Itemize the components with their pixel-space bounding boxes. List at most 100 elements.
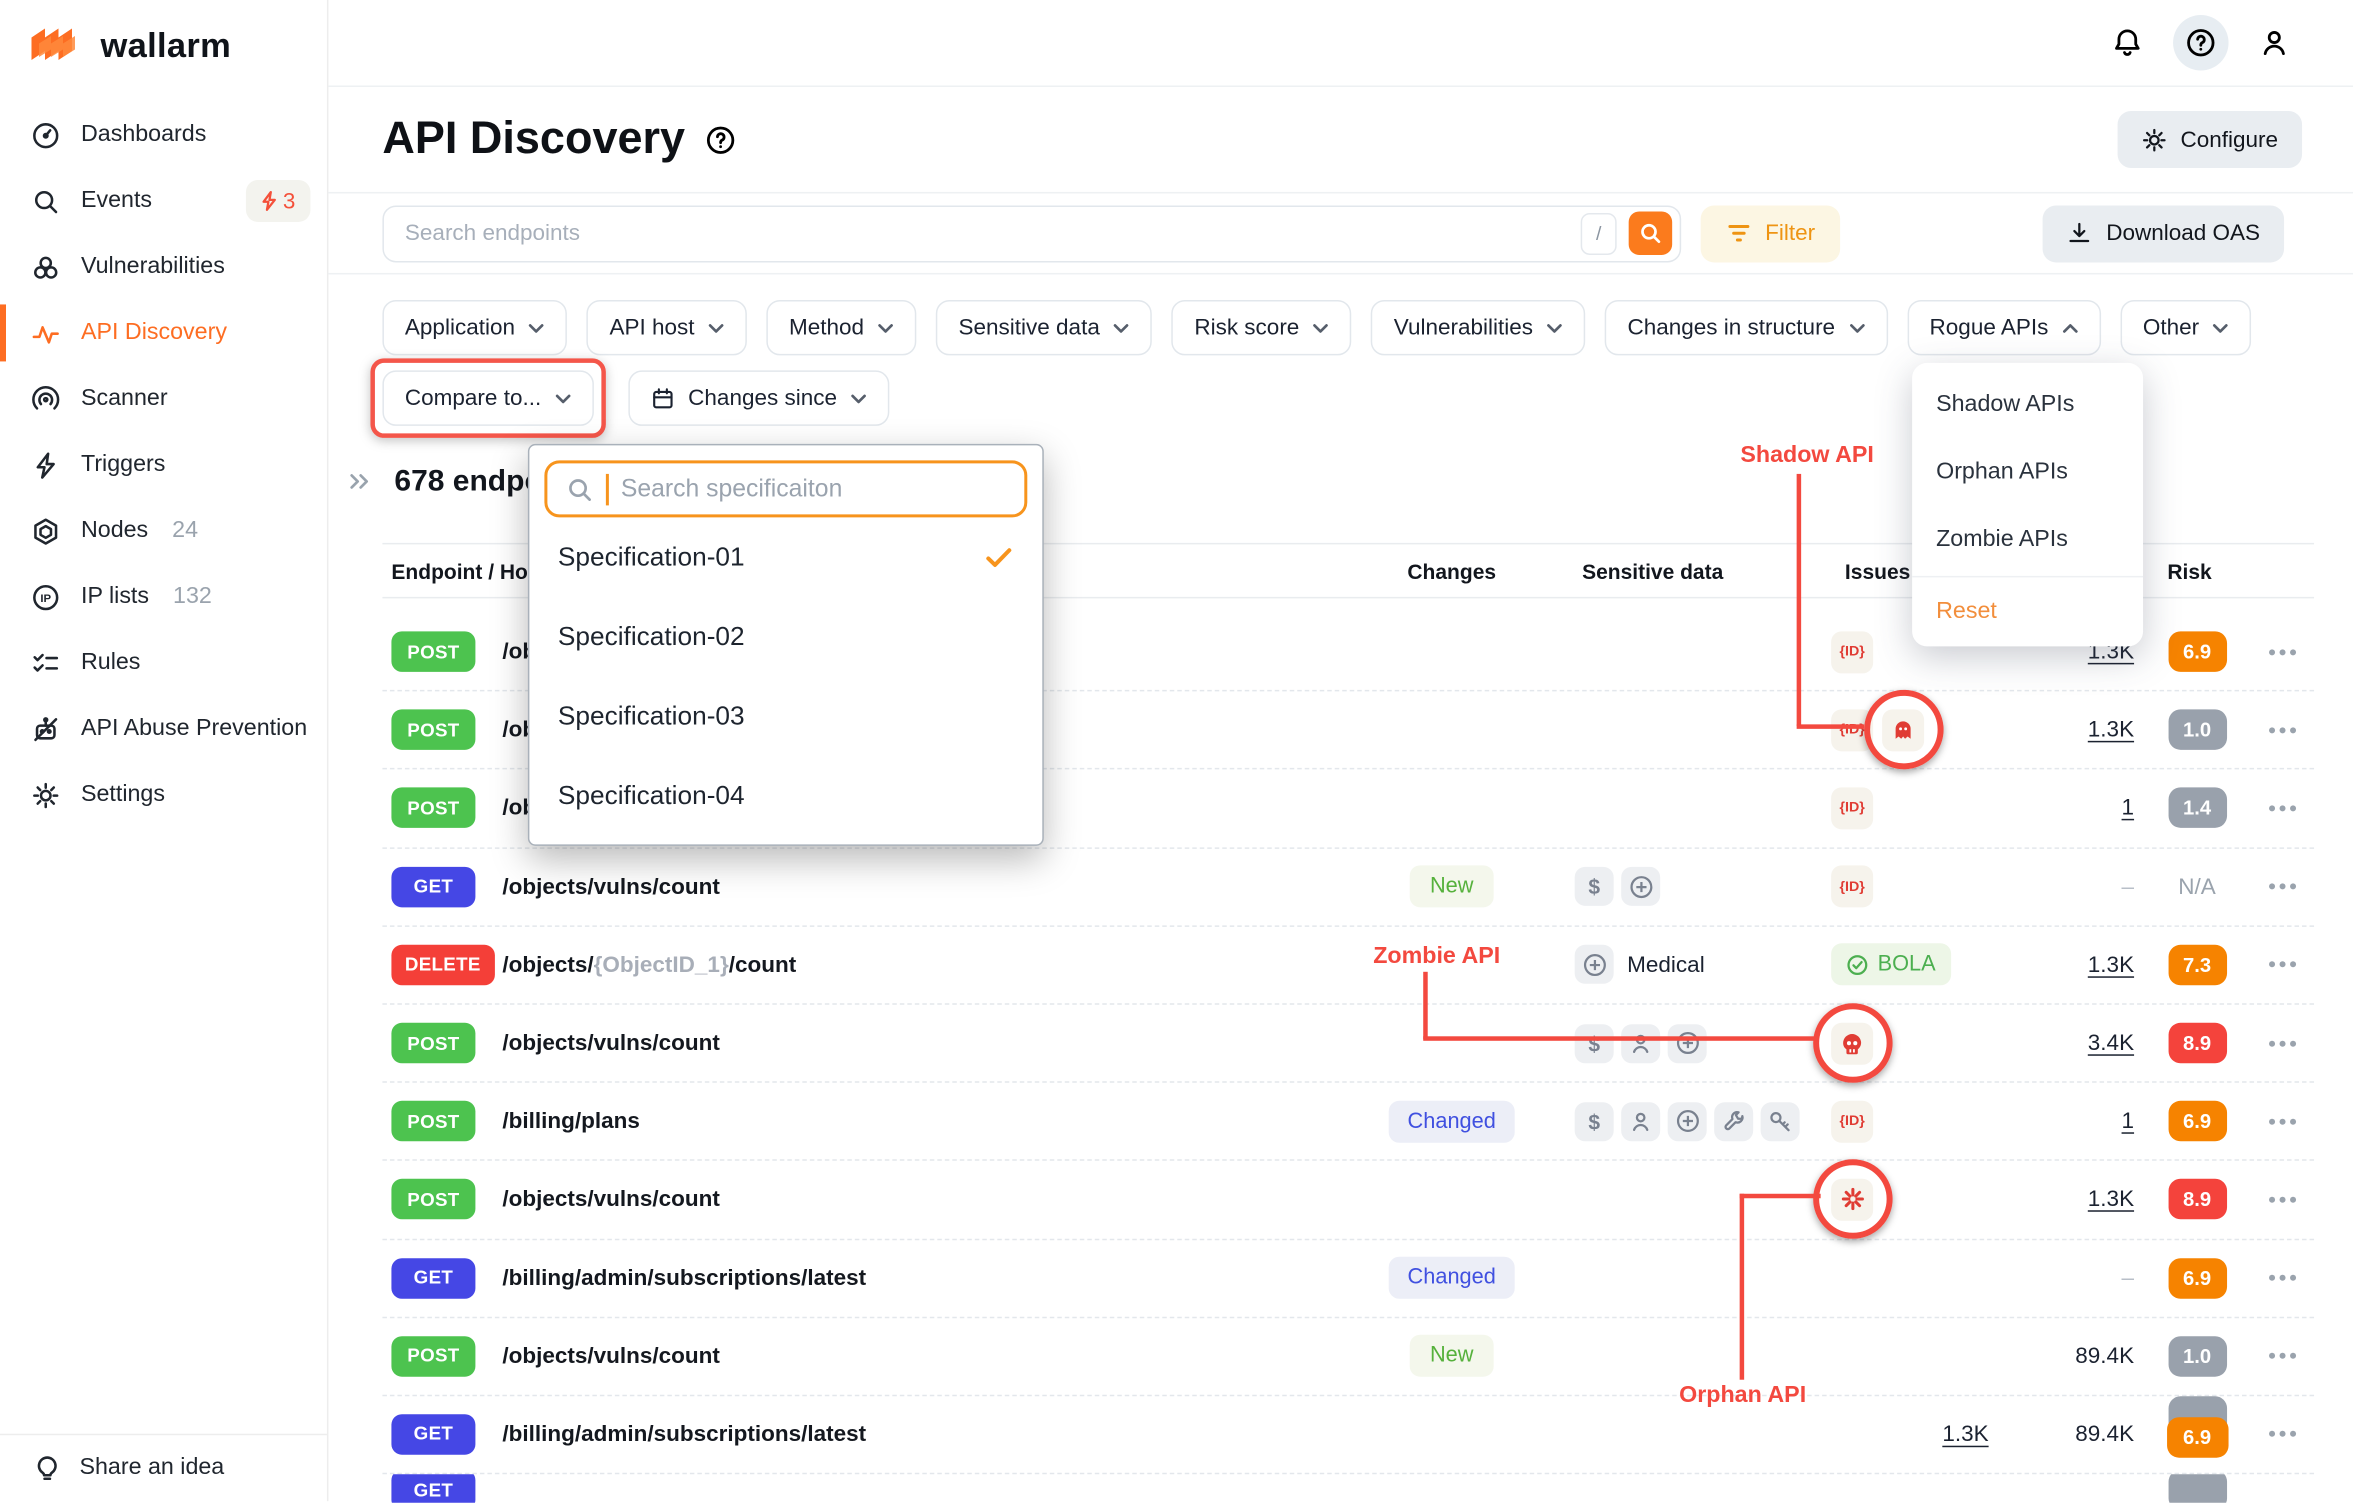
collapse-chevrons-icon[interactable]: [348, 471, 372, 492]
check-circle-icon: [1846, 954, 1868, 976]
hits-compare-link[interactable]: 1.3K: [1942, 1421, 1989, 1448]
endpoint-search-box: /: [382, 204, 1682, 262]
hits-value[interactable]: 1.3K: [2087, 1186, 2135, 1213]
risk-badge: [2167, 1474, 2227, 1503]
zombie-api-line: [1423, 1036, 1815, 1041]
sidebar-item-scanner[interactable]: Scanner: [0, 366, 327, 432]
filter-chip-rogue-apis[interactable]: Rogue APIs: [1907, 299, 2101, 356]
hits-value[interactable]: 1.3K: [2087, 717, 2135, 743]
title-help-icon[interactable]: [705, 124, 736, 155]
filter-chip-risk-score[interactable]: Risk score: [1171, 299, 1352, 356]
risk-badge: 6.9: [2166, 1417, 2228, 1458]
row-menu-button[interactable]: [2253, 613, 2313, 690]
sidebar-item-label: Rules: [80, 649, 141, 675]
account-user-icon[interactable]: [2247, 15, 2302, 70]
sidebar-item-dashboards[interactable]: Dashboards: [0, 102, 327, 168]
zombie-api-annotation: Zombie API: [1373, 943, 1501, 969]
risk-badge: 6.9: [2167, 1101, 2227, 1142]
sidebar-item-label: Events: [80, 187, 153, 213]
hits-value[interactable]: 1: [2121, 795, 2135, 822]
search-icon: [1638, 220, 1663, 245]
sidebar-item-rules[interactable]: Rules: [0, 630, 327, 696]
row-menu-button[interactable]: [2253, 1005, 2313, 1082]
filter-chip-other[interactable]: Other: [2120, 299, 2252, 356]
sidebar-item-label: IP lists: [80, 583, 150, 609]
table-row-partial[interactable]: GET: [382, 1474, 2314, 1503]
filter-chip-vulnerabilities[interactable]: Vulnerabilities: [1371, 299, 1586, 356]
sidebar-item-count: 24: [172, 517, 199, 543]
hits-value[interactable]: 3.4K: [2087, 1030, 2135, 1056]
calendar-icon: [651, 386, 675, 410]
method-badge: POST: [391, 709, 476, 751]
filter-chip-api-host[interactable]: API host: [586, 299, 747, 356]
help-icon[interactable]: [2173, 14, 2229, 71]
sidebar-item-triggers[interactable]: Triggers: [0, 432, 327, 498]
row-menu-button[interactable]: [2253, 1240, 2313, 1317]
risk-badge: 1.0: [2167, 1335, 2227, 1377]
configure-button[interactable]: Configure: [2117, 110, 2303, 168]
sidebar-item-vulnerabilities[interactable]: Vulnerabilities: [0, 234, 327, 300]
rogue-option-zombie-apis[interactable]: Zombie APIs: [1936, 525, 2068, 552]
spec-option-specification-03[interactable]: Specification-03: [557, 700, 745, 731]
sensitive-id-issue-icon: {ID}: [1831, 709, 1874, 752]
spec-option-specification-04[interactable]: Specification-04: [557, 779, 745, 810]
notifications-bell-icon[interactable]: [2100, 15, 2155, 70]
spec-option-specification-01[interactable]: Specification-01: [544, 517, 1027, 596]
rogue-option-shadow-apis[interactable]: Shadow APIs: [1936, 390, 2075, 417]
download-oas-button[interactable]: Download OAS: [2043, 204, 2285, 262]
method-badge: POST: [391, 788, 476, 829]
row-menu-button[interactable]: [2253, 1161, 2313, 1238]
row-menu-button[interactable]: [2253, 848, 2313, 925]
rogue-reset-option[interactable]: Reset: [1936, 598, 1997, 624]
spec-option-specification-02[interactable]: Specification-02: [557, 620, 745, 651]
spinner-issue-icon: [1812, 1159, 1892, 1240]
specification-search-input[interactable]: [620, 474, 1007, 504]
filter-button[interactable]: Filter: [1700, 204, 1841, 262]
chevron-down-icon: [528, 322, 545, 334]
sidebar-item-settings[interactable]: Settings: [0, 762, 327, 828]
dollar-icon: $: [1574, 1101, 1614, 1141]
filter-chip-compare-to[interactable]: Compare to...: [382, 370, 594, 426]
search-button[interactable]: [1628, 211, 1673, 255]
column-issues: Issues: [1844, 559, 1911, 584]
search-input[interactable]: [404, 220, 1569, 246]
row-menu-button[interactable]: [2253, 926, 2313, 1003]
wrench-icon: [1714, 1101, 1754, 1141]
scanner-icon: [31, 385, 60, 413]
table-row[interactable]: POST/objects/vulns/count{ID}1.3K1.0: [382, 690, 2315, 770]
filter-chip-sensitive-data[interactable]: Sensitive data: [936, 299, 1153, 356]
hits-value[interactable]: 1.3K: [2087, 952, 2135, 978]
rogue-option-orphan-apis[interactable]: Orphan APIs: [1936, 458, 2068, 484]
endpoint-path: /billing/admin/subscriptions/latest: [502, 1265, 867, 1291]
chevron-down-icon: [1849, 322, 1865, 334]
risk-badge: 6.9: [2167, 631, 2227, 673]
row-menu-button[interactable]: [2253, 1318, 2313, 1395]
orphan-api-annotation: Orphan API: [1679, 1382, 1807, 1409]
row-menu-button[interactable]: [2253, 770, 2313, 847]
hits-value[interactable]: 1: [2121, 1108, 2135, 1135]
filter-chip-changes-in-structure[interactable]: Changes in structure: [1605, 299, 1888, 356]
endpoints-table: Endpoint / Host Changes Sensitive data I…: [382, 542, 2315, 1503]
row-menu-button[interactable]: [2253, 692, 2313, 769]
sidebar-item-api-abuse-prevention[interactable]: API Abuse Prevention: [0, 696, 327, 762]
row-menu-button[interactable]: [2253, 1396, 2313, 1473]
sidebar-item-count: 132: [173, 583, 212, 609]
row-menu-button[interactable]: [2253, 1083, 2313, 1160]
filter-chip-changes-since[interactable]: Changes since: [628, 370, 890, 426]
filter-chip-method[interactable]: Method: [766, 299, 917, 356]
filter-chip-application[interactable]: Application: [382, 299, 568, 356]
sidebar-item-label: Dashboards: [80, 121, 207, 147]
sidebar-item-api-discovery[interactable]: API Discovery: [0, 300, 327, 366]
share-an-idea-button[interactable]: Share an idea: [0, 1433, 327, 1501]
